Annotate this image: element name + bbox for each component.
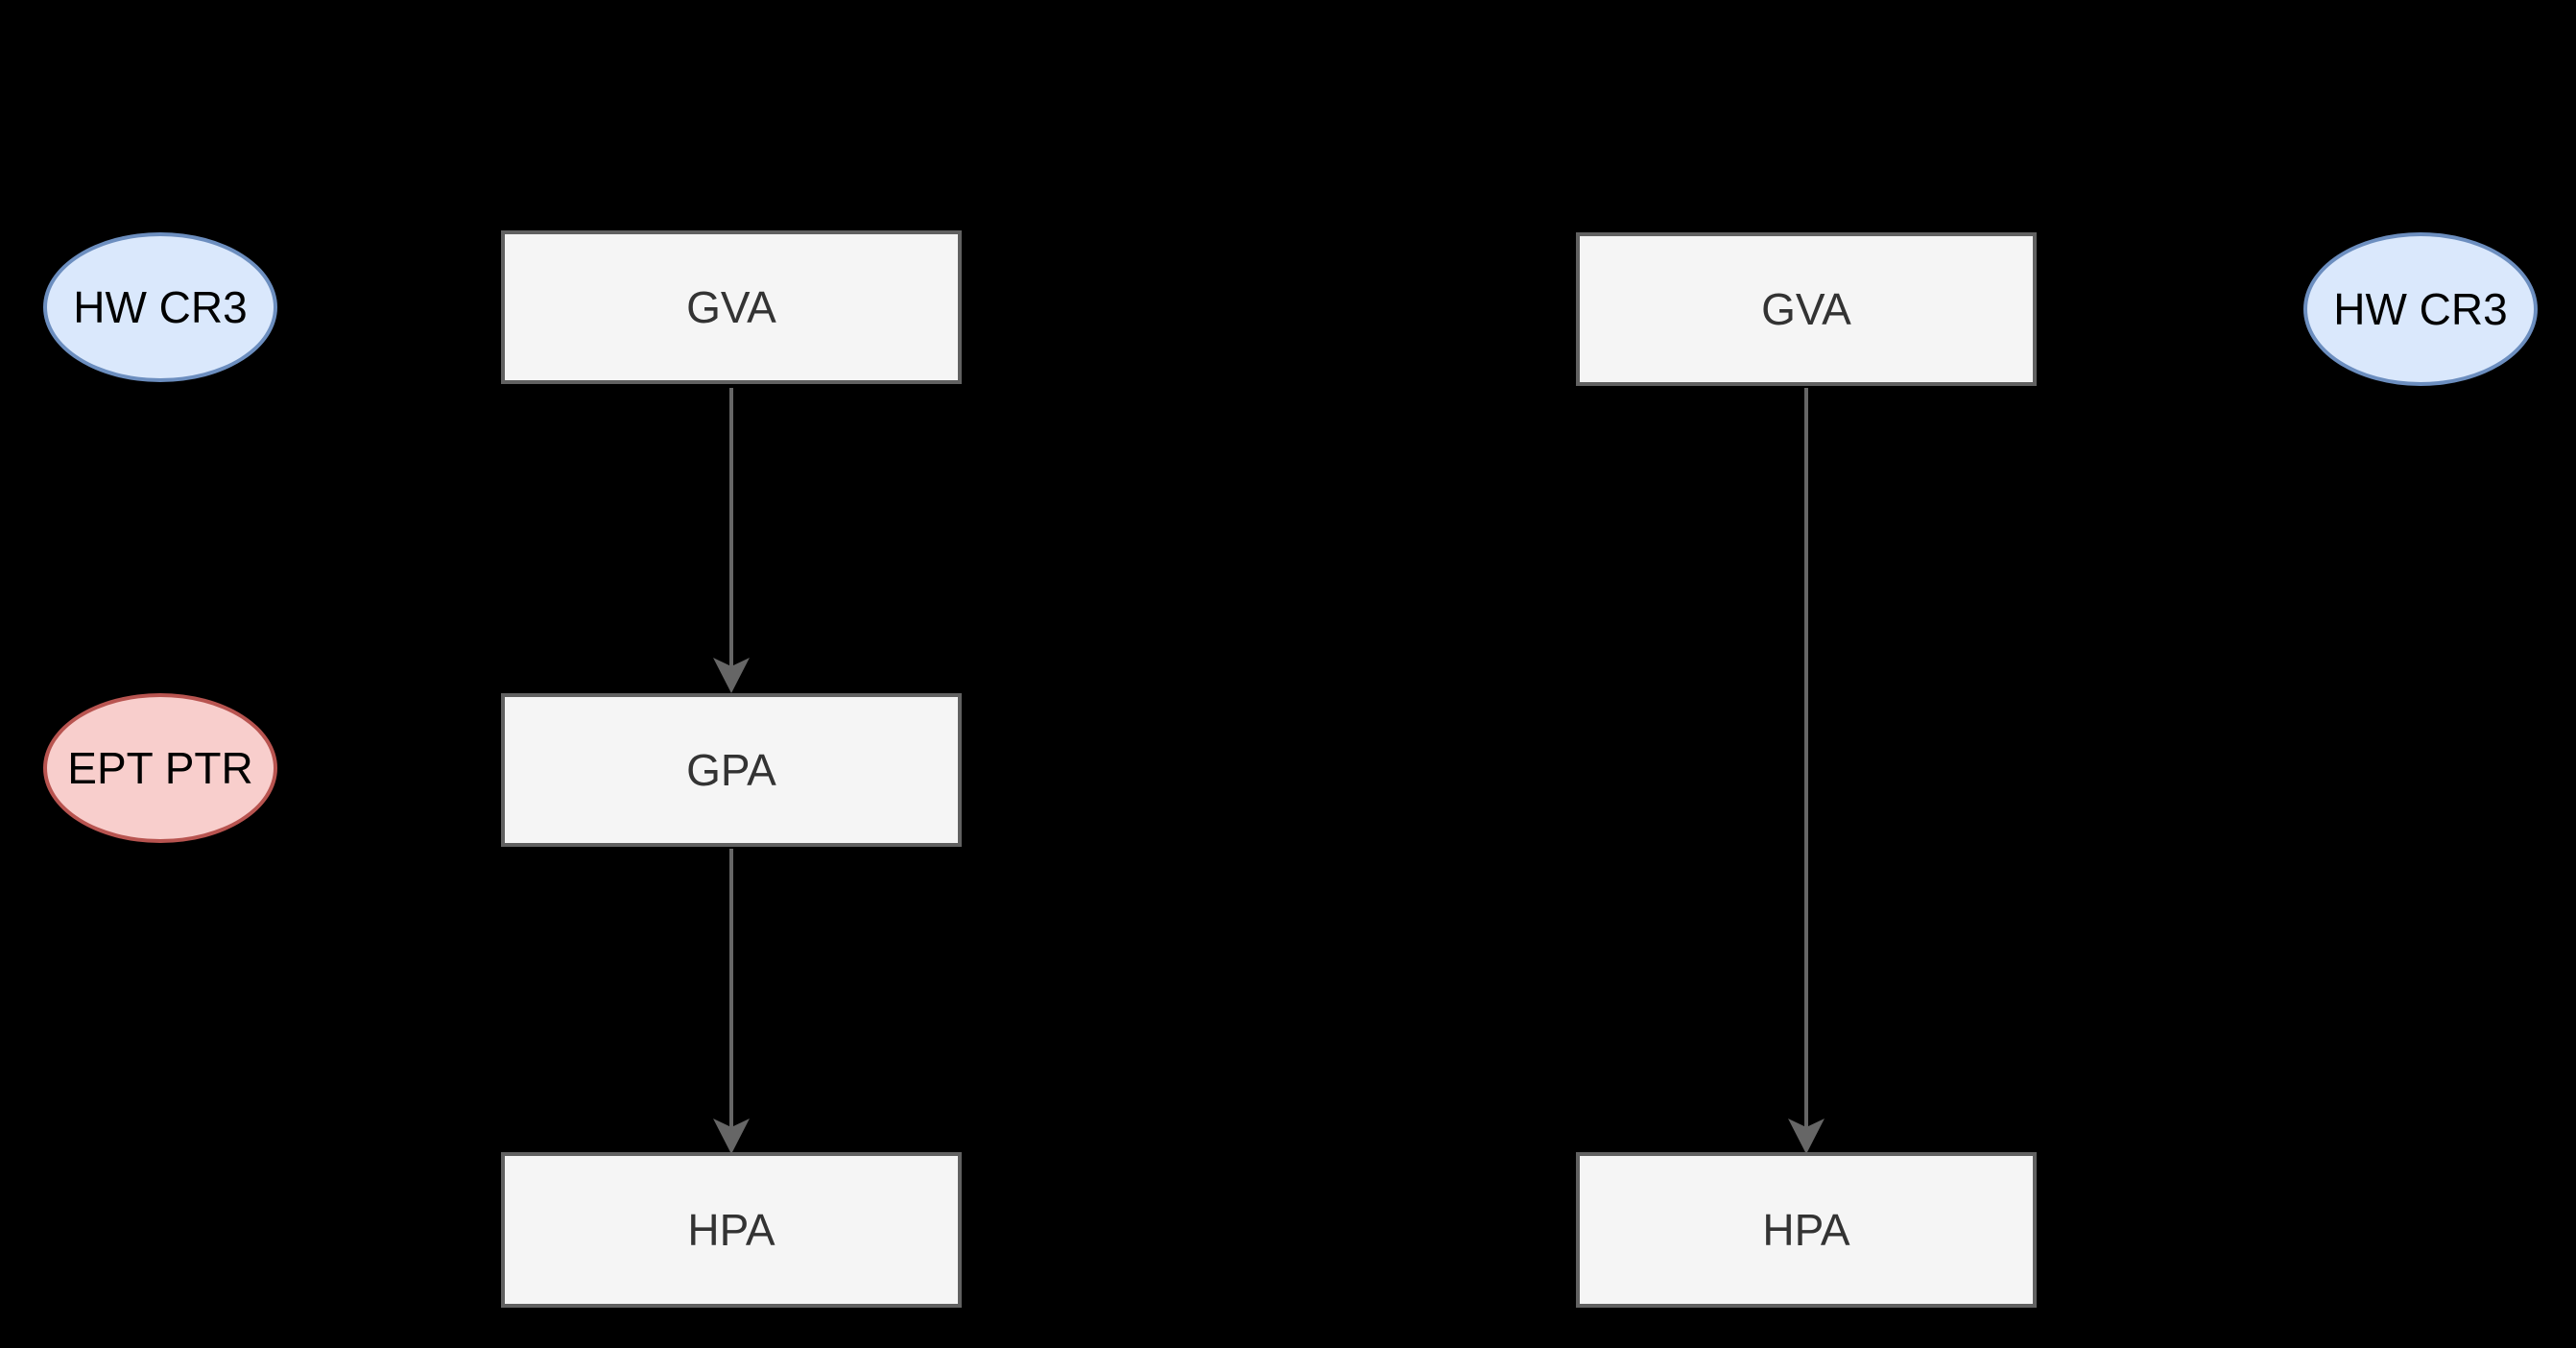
arrowhead [467,750,503,786]
ellipse-hw-cr3-left-label: HW CR3 [73,282,248,332]
node-hpa-right: HPA [1576,1152,2037,1308]
arrow-eptptr-to-gpa [280,750,503,786]
arrow-gva-to-hpa-right [1788,388,1825,1154]
node-gpa-left: GPA [501,693,962,847]
arrow-hwcr3-to-gva-left [280,289,503,325]
node-hpa-left: HPA [501,1152,962,1308]
ellipse-hw-cr3-right-label: HW CR3 [2333,284,2508,334]
arrowhead [1788,1119,1825,1154]
arrowhead [713,1119,750,1154]
node-gpa-left-label: GPA [686,745,776,795]
arrowhead [713,658,750,693]
ellipse-hw-cr3-right: HW CR3 [2303,232,2538,386]
ellipse-ept-ptr: EPT PTR [43,693,277,843]
node-gva-left: GVA [501,230,962,384]
ellipse-ept-ptr-label: EPT PTR [67,743,253,793]
node-gva-left-label: GVA [686,282,776,332]
arrow-gva-to-gpa [713,388,750,693]
node-hpa-right-label: HPA [1762,1205,1850,1255]
node-gva-right-label: GVA [1761,284,1851,334]
arrowhead [2035,290,2070,326]
node-hpa-left-label: HPA [687,1205,775,1255]
ellipse-hw-cr3-left: HW CR3 [43,232,277,382]
arrow-gpa-to-hpa [713,849,750,1154]
arrow-hwcr3-to-gva-right [2035,290,2302,326]
arrowhead [467,289,503,325]
node-gva-right: GVA [1576,232,2037,386]
